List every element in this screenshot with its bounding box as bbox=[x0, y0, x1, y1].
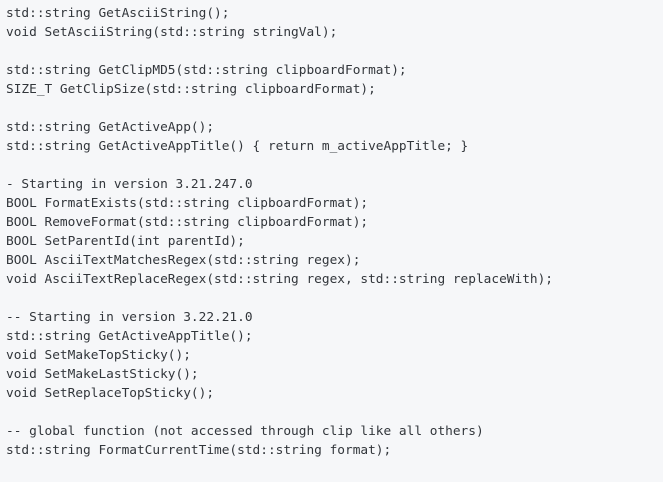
code-line: BOOL SetParentId(int parentId); bbox=[6, 234, 245, 249]
code-line: void SetMakeLastSticky(); bbox=[6, 367, 199, 382]
code-line: std::string GetActiveAppTitle() { return… bbox=[6, 139, 469, 154]
code-line: void SetReplaceTopSticky(); bbox=[6, 386, 215, 401]
code-line: void AsciiTextReplaceRegex(std::string r… bbox=[6, 272, 554, 287]
code-line: BOOL FormatExists(std::string clipboardF… bbox=[6, 196, 369, 211]
code-line: - Starting in version 3.21.247.0 bbox=[6, 177, 253, 192]
code-line bbox=[6, 460, 663, 479]
code-line: -- Starting in version 3.22.21.0 bbox=[6, 310, 253, 325]
code-line: std::string GetActiveApp(); bbox=[6, 120, 215, 135]
code-line: std::string GetClipMD5(std::string clipb… bbox=[6, 63, 407, 78]
code-line: std::string FormatCurrentTime(std::strin… bbox=[6, 443, 392, 458]
code-line bbox=[6, 289, 663, 308]
code-line: SIZE_T GetClipSize(std::string clipboard… bbox=[6, 82, 376, 97]
code-line: BOOL AsciiTextMatchesRegex(std::string r… bbox=[6, 253, 361, 268]
code-line: std::string GetAsciiString(); bbox=[6, 6, 230, 21]
code-line: void SetMakeTopSticky(); bbox=[6, 348, 191, 363]
code-line bbox=[6, 156, 663, 175]
code-line: BOOL RemoveFormat(std::string clipboardF… bbox=[6, 215, 369, 230]
code-line bbox=[6, 403, 663, 422]
code-line: std::string GetActiveAppTitle(); bbox=[6, 329, 253, 344]
code-line bbox=[6, 42, 663, 61]
code-line: void SetAsciiString(std::string stringVa… bbox=[6, 25, 338, 40]
code-line: -- global function (not accessed through… bbox=[6, 424, 484, 439]
code-line bbox=[6, 99, 663, 118]
